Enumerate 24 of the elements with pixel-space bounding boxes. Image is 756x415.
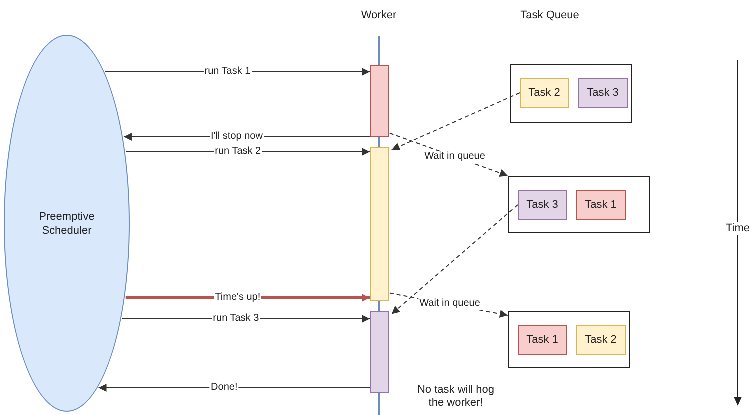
task-box: Task 1: [576, 190, 626, 220]
task-box: Task 2: [576, 325, 626, 355]
task-box: Task 1: [518, 325, 567, 355]
axis-label: Time: [726, 222, 750, 236]
edge-label: Time's up!: [214, 292, 262, 304]
arrow: [391, 204, 518, 315]
edge-label: Wait in queue: [424, 151, 486, 163]
activation-bar: [370, 65, 389, 137]
activation-bar: [370, 311, 389, 393]
lifeline-title: Worker: [361, 10, 397, 22]
edge-label: Wait in queue: [418, 298, 482, 310]
activation-bar: [370, 147, 389, 301]
arrow: [98, 384, 370, 392]
column-title: Task Queue: [520, 10, 580, 22]
task-box: Task 3: [578, 78, 628, 108]
task-box: Task 2: [520, 78, 569, 108]
queue-box: [508, 176, 650, 233]
note: No task will hog the worker!: [416, 384, 496, 410]
queue-box: [510, 64, 632, 123]
queue-box: [508, 311, 630, 368]
edge-label: I'll stop now: [210, 131, 264, 143]
task-box: Task 3: [518, 190, 567, 220]
ellipse-node: Preemptive Scheduler: [4, 35, 130, 412]
arrow: [391, 92, 520, 151]
